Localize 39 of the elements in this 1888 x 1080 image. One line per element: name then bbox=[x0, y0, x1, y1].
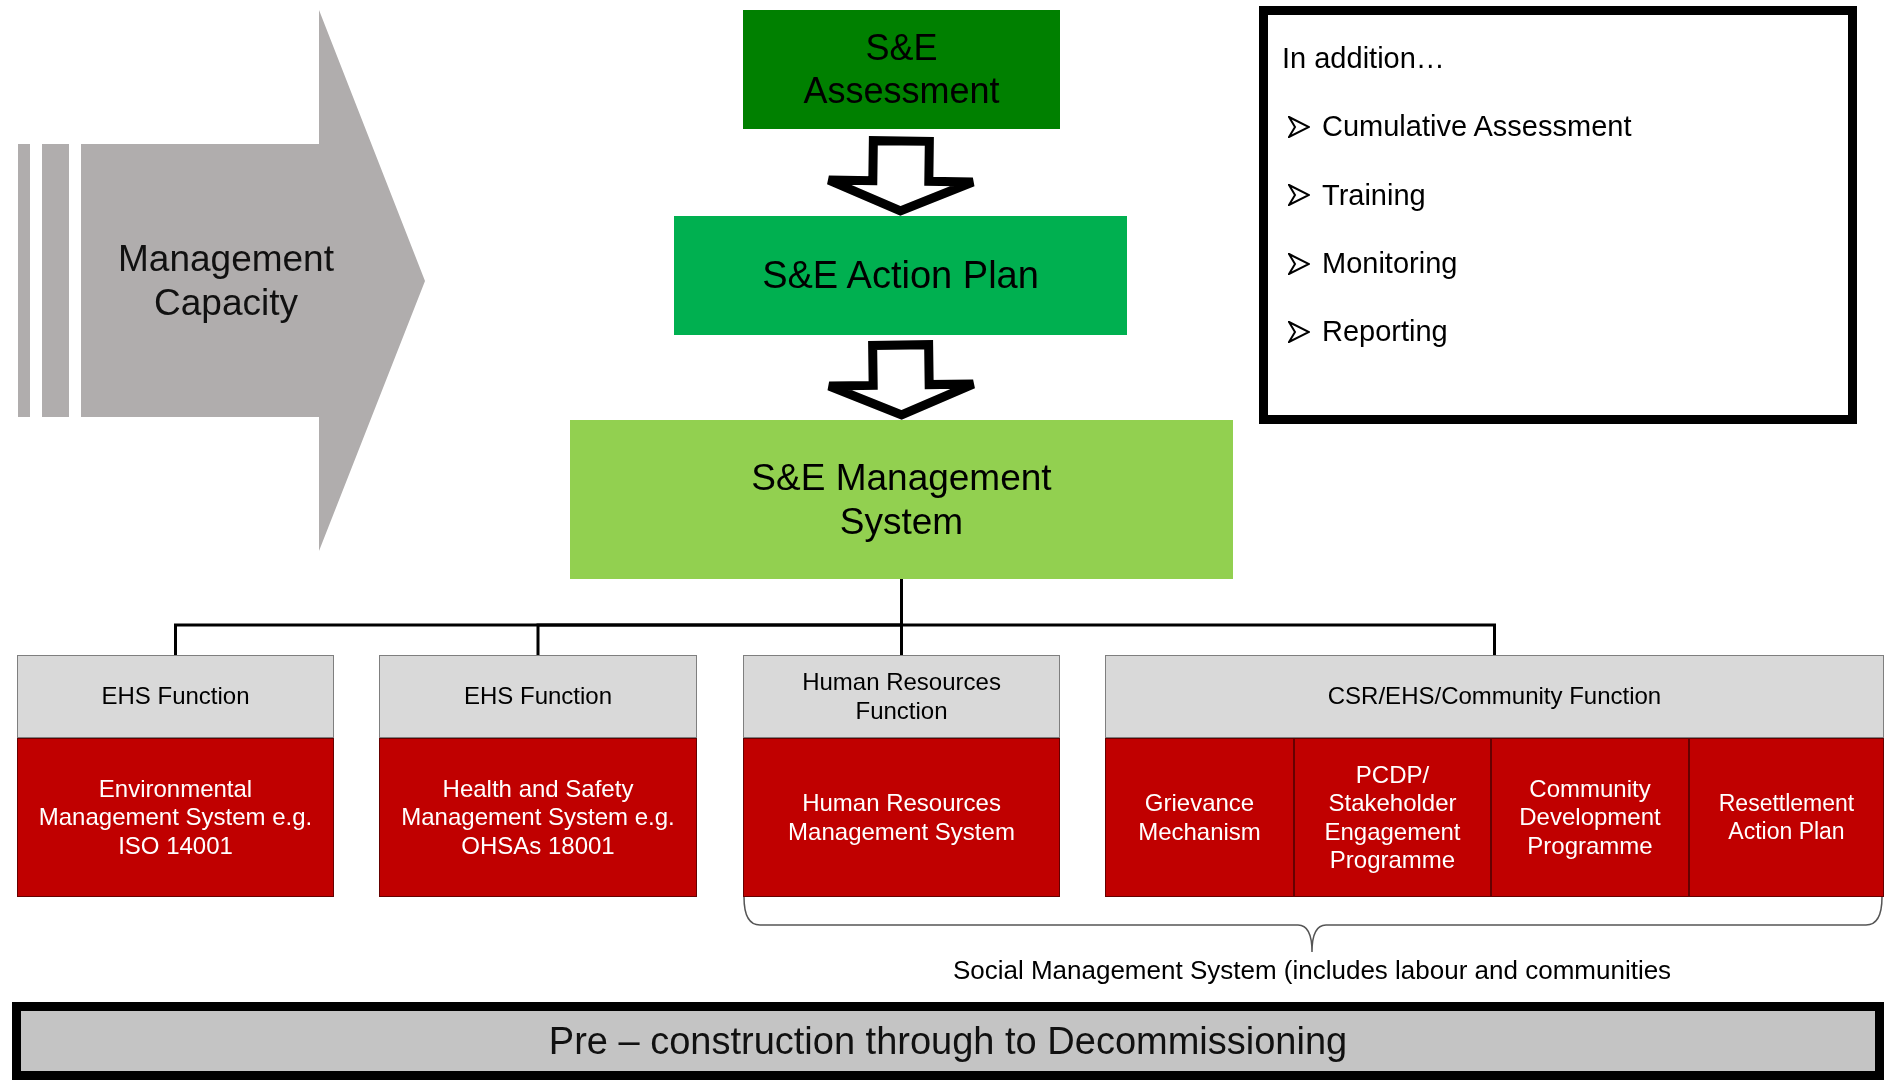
node-label: Management Capacity bbox=[117, 236, 335, 325]
node-label: Grievance Mechanism bbox=[1137, 789, 1262, 846]
node-label: EHS Function bbox=[463, 682, 613, 711]
node-label: S&E Management System bbox=[750, 455, 1053, 544]
process-box bbox=[17, 738, 334, 897]
node-label: Human Resources Function bbox=[801, 668, 1002, 725]
node-label: S&E Assessment bbox=[802, 27, 1001, 112]
node-label: Human Resources Management System bbox=[787, 789, 1016, 846]
process-box bbox=[570, 420, 1233, 579]
node-label: PCDP/ Stakeholder Engagement Programme bbox=[1323, 760, 1462, 875]
process-box bbox=[674, 216, 1127, 335]
process-box bbox=[1105, 738, 1294, 897]
node-label: CSR/EHS/Community Function bbox=[1327, 682, 1662, 711]
annotation-text: Social Management System (includes labour and communities bbox=[952, 955, 1672, 986]
note-box bbox=[1259, 6, 1857, 424]
process-box bbox=[379, 655, 697, 738]
process-box bbox=[379, 738, 697, 897]
process-box bbox=[743, 655, 1060, 738]
process-box bbox=[743, 738, 1060, 897]
list-item: Cumulative Assessment bbox=[1322, 110, 1632, 144]
list-item: Training bbox=[1322, 178, 1426, 212]
process-box bbox=[1689, 738, 1884, 897]
list-item: Monitoring bbox=[1322, 246, 1458, 281]
process-box bbox=[12, 1002, 1884, 1080]
process-box bbox=[743, 10, 1060, 129]
node-label: S&E Action Plan bbox=[762, 253, 1039, 298]
process-box bbox=[1491, 738, 1689, 897]
process-box bbox=[1294, 738, 1491, 897]
node-label: EHS Function bbox=[101, 682, 250, 711]
process-box bbox=[17, 655, 334, 738]
node-label: Resettlement Action Plan bbox=[1717, 790, 1856, 845]
block-arrow bbox=[18, 10, 425, 551]
node-label: Pre – construction through to Decommissioning bbox=[548, 1018, 1348, 1064]
note-heading: In addition… bbox=[1282, 41, 1445, 76]
node-label: Community Development Programme bbox=[1518, 775, 1662, 860]
node-label: Environmental Management System e.g. ISO 14001 bbox=[37, 775, 314, 860]
list-item: Reporting bbox=[1322, 315, 1448, 349]
process-box bbox=[1105, 655, 1884, 738]
node-label: Health and Safety Management System e.g. OHSAs 18001 bbox=[400, 775, 676, 860]
